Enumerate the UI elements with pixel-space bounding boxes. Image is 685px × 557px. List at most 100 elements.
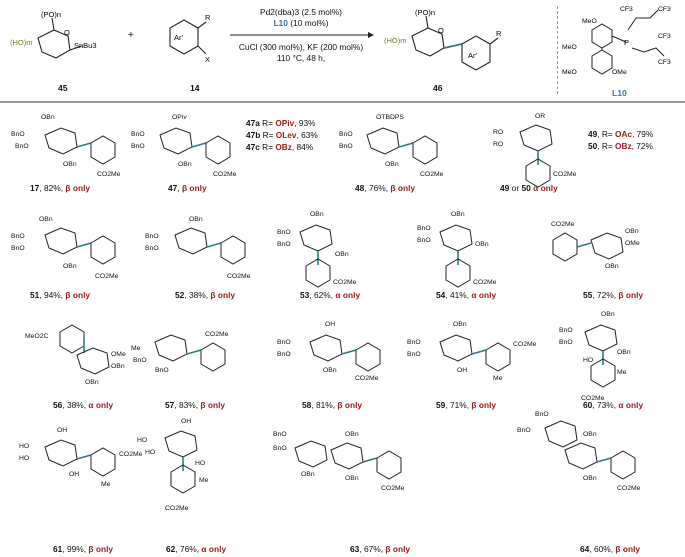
svg-text:CO2Me: CO2Me xyxy=(473,279,497,286)
variant-47c: 47c R= OBz, 84% xyxy=(246,142,314,152)
svg-text:CO2Me: CO2Me xyxy=(97,171,121,178)
svg-text:OBn: OBn xyxy=(41,114,55,121)
svg-text:CO2Me: CO2Me xyxy=(355,375,379,382)
svg-text:OBn: OBn xyxy=(617,349,631,356)
svg-text:Ar': Ar' xyxy=(468,51,478,60)
svg-text:OBn: OBn xyxy=(583,475,597,482)
svg-text:OBn: OBn xyxy=(63,263,77,270)
svg-text:CO2Me: CO2Me xyxy=(119,451,143,458)
svg-text:BnO: BnO xyxy=(277,241,291,248)
svg-text:CO2Me: CO2Me xyxy=(381,485,405,492)
svg-text:BnO: BnO xyxy=(407,351,421,358)
svg-text:CO2Me: CO2Me xyxy=(213,171,237,178)
svg-text:CO2Me: CO2Me xyxy=(95,273,119,280)
svg-text:OBn: OBn xyxy=(625,228,639,235)
svg-text:CO2Me: CO2Me xyxy=(617,485,641,492)
svg-text:(HO)m: (HO)m xyxy=(384,36,407,45)
compound-14-label: 14 xyxy=(190,83,200,93)
phosphorus-label: P xyxy=(624,38,629,47)
svg-text:BnO: BnO xyxy=(277,351,291,358)
svg-text:BnO: BnO xyxy=(11,131,25,138)
conditions-line-2: L10 (10 mol%) xyxy=(273,18,329,28)
ligand-l10-label: L10 xyxy=(612,88,627,98)
svg-text:OBn: OBn xyxy=(385,161,399,168)
svg-text:HO: HO xyxy=(195,460,205,467)
ho-group-label: (HO)m xyxy=(10,38,33,47)
svg-text:BnO: BnO xyxy=(339,131,353,138)
svg-text:OBn: OBn xyxy=(601,311,615,318)
caption-54: 54, 41%, α only xyxy=(436,290,497,300)
meo-label-2: MeO xyxy=(562,44,577,51)
svg-text:Me: Me xyxy=(493,375,503,382)
caption-51: 51, 94%, β only xyxy=(30,290,91,300)
svg-text:OBn: OBn xyxy=(335,251,349,258)
variant-47b: 47b R= OLev, 63% xyxy=(246,130,318,140)
svg-text:BnO: BnO xyxy=(155,367,169,374)
svg-text:R: R xyxy=(496,29,502,38)
svg-text:Me: Me xyxy=(101,481,111,488)
svg-text:BnO: BnO xyxy=(535,411,549,418)
meo-label-3: MeO xyxy=(562,69,577,76)
svg-text:OBn: OBn xyxy=(85,379,99,386)
meo-label-1: MeO xyxy=(582,18,597,25)
glycal-stannane-structure: (PO)n (HO)m O SnBu3 xyxy=(10,10,97,59)
svg-text:OBn: OBn xyxy=(111,363,125,370)
svg-text:(PO)n: (PO)n xyxy=(415,8,435,17)
conditions-line-3: CuCl (300 mol%), KF (200 mol%) xyxy=(238,42,364,52)
variants-49-50-list: 49, R= OAc, 79% 50, R= OBz, 72% xyxy=(588,128,653,152)
scheme-divider xyxy=(0,101,685,103)
reaction-arrow xyxy=(230,32,374,38)
svg-text:BnO: BnO xyxy=(145,233,159,240)
variant-50: 50, R= OBz, 72% xyxy=(588,141,653,151)
svg-text:CO2Me: CO2Me xyxy=(553,171,577,178)
svg-text:Me: Me xyxy=(131,345,141,352)
svg-text:OBn: OBn xyxy=(475,241,489,248)
svg-text:BnO: BnO xyxy=(145,245,159,252)
svg-text:HO: HO xyxy=(145,449,155,456)
svg-text:BnO: BnO xyxy=(277,229,291,236)
variants-47-list: 47a R= OPiv, 93% 47b R= OLev, 63% 47c R=… xyxy=(246,117,318,153)
snbu3-label: SnBu3 xyxy=(74,41,97,50)
aryl-halide-structure: Ar' R X xyxy=(169,13,211,64)
svg-text:OTBDPS: OTBDPS xyxy=(376,114,404,121)
svg-text:RO: RO xyxy=(493,141,503,148)
caption-56: 56, 38%, α only xyxy=(53,400,114,410)
compound-46-label: 46 xyxy=(433,83,443,93)
caption-61: 61, 99%, β only xyxy=(53,544,114,554)
caption-49-50: 49 or 50 α only xyxy=(500,183,558,193)
svg-text:BnO: BnO xyxy=(131,143,145,150)
svg-text:BnO: BnO xyxy=(15,143,29,150)
svg-text:OBn: OBn xyxy=(583,431,597,438)
svg-text:BnO: BnO xyxy=(417,237,431,244)
plus-sign: + xyxy=(128,30,134,41)
cf3-label-1: CF3 xyxy=(620,6,633,13)
svg-text:HO: HO xyxy=(137,437,147,444)
svg-text:OMe: OMe xyxy=(625,240,640,247)
svg-text:OBn: OBn xyxy=(39,216,53,223)
caption-55: 55, 72%, β only xyxy=(583,290,644,300)
svg-text:HO: HO xyxy=(19,455,29,462)
caption-63: 63, 67%, β only xyxy=(350,544,411,554)
compound-45-label: 45 xyxy=(58,83,68,93)
svg-text:BnO: BnO xyxy=(273,431,287,438)
svg-text:OR: OR xyxy=(535,113,545,120)
ligand-l10-structure: P MeO MeO MeO OMe CF3 CF3 CF3 CF3 xyxy=(562,6,671,76)
svg-text:Me: Me xyxy=(199,477,209,484)
caption-62: 62, 76%, α only xyxy=(166,544,227,554)
svg-text:OPiv: OPiv xyxy=(172,114,187,121)
caption-53: 53, 62%, α only xyxy=(300,290,361,300)
svg-text:OH: OH xyxy=(181,418,191,425)
svg-text:CO2Me: CO2Me xyxy=(513,341,537,348)
svg-text:CO2Me: CO2Me xyxy=(551,221,575,228)
dashed-separator xyxy=(557,6,558,94)
svg-text:CO2Me: CO2Me xyxy=(165,505,189,512)
caption-64: 64, 60%, β only xyxy=(580,544,641,554)
svg-text:BnO: BnO xyxy=(11,245,25,252)
caption-47: 47, β only xyxy=(168,183,207,193)
svg-text:CO2Me: CO2Me xyxy=(227,273,251,280)
svg-text:BnO: BnO xyxy=(559,327,573,334)
caption-59: 59, 71%, β only xyxy=(436,400,497,410)
svg-text:OBn: OBn xyxy=(453,321,467,328)
conditions-line-1: Pd2(dba)3 (2.5 mol%) xyxy=(260,7,342,17)
